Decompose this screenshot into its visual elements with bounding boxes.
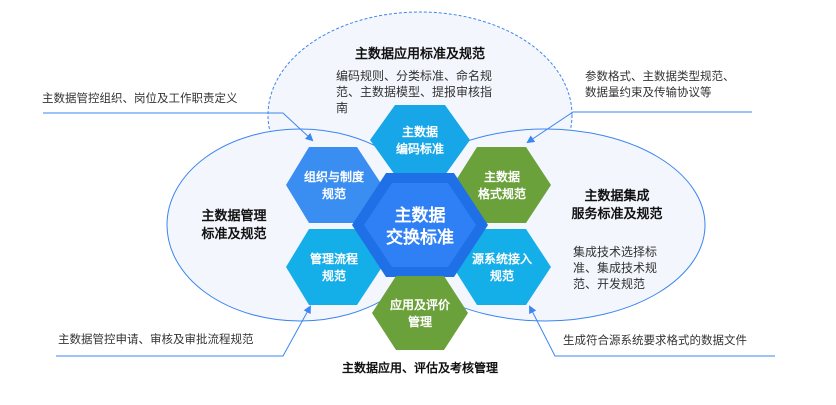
hex-source-line1: 源系统接入 [472, 251, 532, 266]
hex-apply-standard [372, 276, 468, 350]
callout-top-right-2: 数据量约束及传输协议等 [585, 85, 712, 99]
right-region-desc-2: 准、集成技术规 [573, 260, 657, 275]
hex-format-standard [453, 147, 551, 223]
hex-process-line1: 管理流程 [310, 251, 358, 266]
top-region-title: 主数据应用标准及规范 [355, 46, 485, 62]
callout-top-right-line [526, 111, 752, 144]
hex-exchange-line1: 主数据 [395, 205, 446, 226]
hex-exchange-standard [364, 183, 476, 267]
callout-top-left: 主数据管控组织、岗位及工作职责定义 [42, 91, 238, 105]
left-region-title-1: 主数据管理 [201, 208, 266, 224]
callout-top-right-1: 参数格式、主数据类型规范、 [585, 69, 735, 83]
hex-source-line2: 规范 [490, 268, 514, 283]
right-region-title-2: 服务标准及规范 [571, 206, 662, 222]
hex-format-line1: 主数据 [484, 169, 520, 184]
top-region-desc-3: 南 [336, 100, 348, 115]
hex-coding-line1: 主数据 [402, 124, 438, 139]
hex-org-standard [286, 147, 382, 223]
hex-exchange-line2: 交换标准 [386, 227, 454, 248]
callout-bottom-left-line [56, 305, 311, 357]
hex-coding-line2: 编码标准 [395, 141, 444, 156]
hex-format-line2: 格式规范 [478, 186, 526, 201]
callout-bottom-right: 生成符合源系统要求格式的数据文件 [563, 333, 747, 347]
callout-bottom-left: 主数据管控申请、审核及审批流程规范 [58, 332, 254, 346]
callout-bottom-right-line [529, 305, 775, 357]
left-region-title-2: 标准及规范 [200, 226, 266, 242]
hex-org-line1: 组织与制度 [304, 169, 365, 184]
hex-coding-standard [370, 105, 470, 175]
hex-apply-line2: 管理 [408, 314, 432, 329]
hex-apply-line1: 应用及评价 [390, 297, 451, 312]
callout-top-left-line [43, 112, 314, 142]
right-region-desc-1: 集成技术选择标 [573, 244, 657, 259]
hex-process-line2: 规范 [322, 268, 346, 283]
hex-source-standard [453, 229, 551, 305]
top-region-desc-1: 编码规则、分类标准、命名规 [336, 68, 492, 83]
hex-org-line2: 规范 [322, 186, 346, 201]
hex-process-standard [286, 229, 382, 305]
top-region-desc-2: 范、主数据模型、提报审核指 [336, 84, 492, 99]
bottom-label: 主数据应用、评估及考核管理 [342, 360, 498, 375]
right-region-title-1: 主数据集成 [584, 188, 649, 204]
right-region-desc-3: 范、开发规范 [573, 276, 645, 291]
